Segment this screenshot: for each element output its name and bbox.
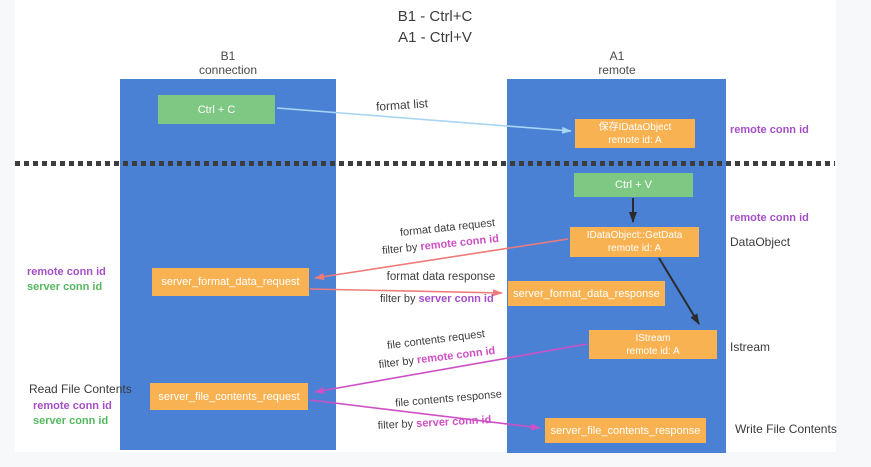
node-idataobject-getdata-line2: remote id: A — [607, 243, 662, 254]
node-server-format-data-request: server_format_data_request — [152, 268, 309, 296]
annotation-left-server-conn-id-file: server conn id — [33, 415, 109, 427]
node-save-idataobject-line1: 保存IDataObject — [598, 121, 672, 133]
node-server-format-data-response: server_format_data_response — [508, 281, 665, 306]
annotation-left-remote-conn-id-format: remote conn id — [27, 266, 106, 278]
label-filter-by-server-conn-id-format: filter by server conn id — [380, 293, 494, 305]
node-server-file-contents-request-label: server_file_contents_request — [158, 390, 300, 403]
node-server-file-contents-response-label: server_file_contents_response — [550, 424, 701, 437]
annotation-remote-conn-id-top: remote conn id — [730, 124, 809, 136]
annotation-dataobject: DataObject — [730, 235, 791, 249]
node-server-format-data-request-label: server_format_data_request — [161, 276, 300, 288]
node-ctrl-c: Ctrl + C — [158, 95, 275, 124]
node-server-format-data-response-label: server_format_data_response — [513, 287, 660, 300]
annotation-left-server-conn-id-format: server conn id — [27, 281, 103, 293]
column-header-a1: A1 remote — [557, 49, 677, 77]
title-line-2: A1 - Ctrl+V — [398, 29, 472, 46]
node-server-file-contents-request: server_file_contents_request — [150, 383, 308, 410]
node-ctrl-c-label: Ctrl + C — [197, 103, 236, 116]
annotation-remote-conn-id-mid: remote conn id — [730, 212, 809, 224]
annotation-read-file-contents: Read File Contents — [29, 382, 132, 396]
column-b1-subtitle: connection — [198, 62, 258, 77]
column-header-b1: B1 connection — [168, 49, 288, 77]
node-istream-line2: remote id: A — [626, 345, 680, 357]
column-b1-name: B1 — [220, 49, 236, 63]
diagram-title: B1 - Ctrl+C A1 - Ctrl+V — [335, 6, 535, 48]
node-ctrl-v: Ctrl + V — [574, 173, 693, 197]
node-idataobject-getdata: IDataObject::GetData remote id: A — [570, 227, 699, 257]
title-line-1: B1 - Ctrl+C — [397, 8, 473, 25]
annotation-conn-ids-file: remote conn id server conn id — [33, 399, 112, 429]
filter-prefix: filter by — [380, 293, 419, 305]
node-istream: IStream remote id: A — [589, 330, 717, 359]
column-a1-subtitle: remote — [598, 62, 636, 77]
node-ctrl-v-label: Ctrl + V — [615, 179, 652, 191]
filter-prefix: filter by — [377, 417, 417, 432]
filter-value-server-conn-id: server conn id — [418, 293, 494, 305]
node-save-idataobject-line2: remote id: A — [608, 134, 662, 146]
label-format-data-response: format data response — [386, 271, 496, 283]
annotation-conn-ids-format: remote conn id server conn id — [27, 265, 106, 295]
annotation-write-file-contents: Write File Contents — [735, 422, 837, 436]
node-server-file-contents-response: server_file_contents_response — [545, 418, 706, 443]
column-a1-name: A1 — [609, 49, 625, 63]
node-idataobject-getdata-line1: IDataObject::GetData — [586, 230, 683, 241]
node-istream-line1: IStream — [635, 332, 671, 344]
annotation-istream: Istream — [730, 340, 771, 354]
dashed-separator — [15, 161, 835, 166]
annotation-left-remote-conn-id-file: remote conn id — [33, 400, 112, 412]
node-save-idataobject: 保存IDataObject remote id: A — [575, 119, 695, 148]
